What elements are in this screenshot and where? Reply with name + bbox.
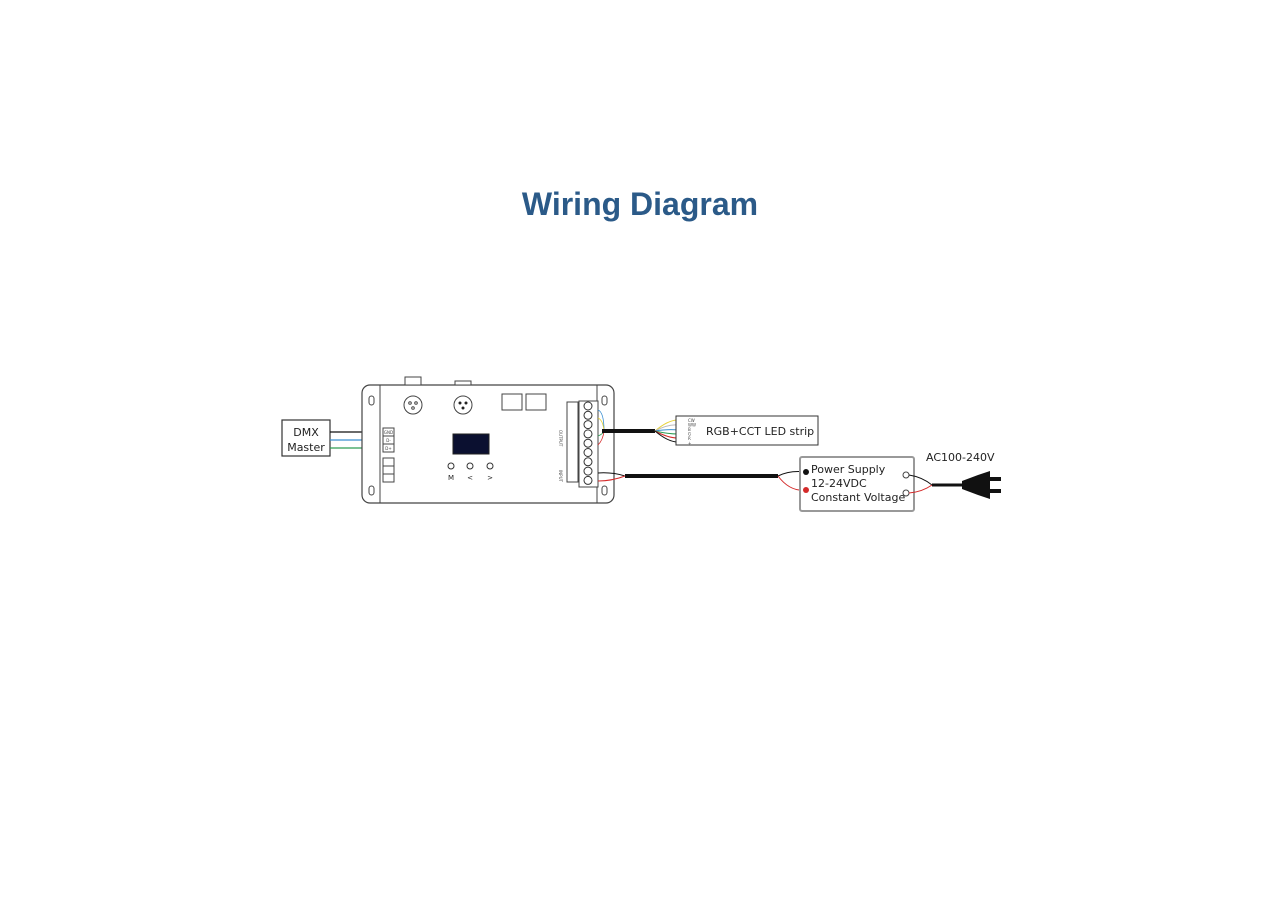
terminal-screw (583, 475, 593, 485)
xlr-input-connector (453, 395, 473, 415)
terminal-screw (583, 429, 593, 439)
output-terminal-block: OUTPUT INPUT (558, 400, 599, 488)
dmx-controller: M < > GND D- D+ OUTPUT INPUT (361, 376, 615, 504)
terminal-screw (583, 457, 593, 467)
mains-voltage-label: AC100-240V (926, 451, 995, 464)
power-supply-voltage: 12-24VDC (811, 477, 867, 490)
power-supply-type: Constant Voltage (811, 491, 905, 504)
page-title: Wiring Diagram (521, 186, 759, 222)
terminal-screw (583, 466, 593, 476)
pin-b: B (688, 427, 691, 432)
dmx-master-box: DMX Master (281, 419, 331, 457)
dmx-input-terminals: GND D- D+ (382, 427, 395, 483)
rj45-port (525, 393, 547, 411)
terminal-screw (583, 410, 593, 420)
pin-r: R (688, 436, 691, 441)
control-buttons: M < > (447, 462, 494, 482)
plug-icon (962, 471, 990, 499)
power-supply-label: Power Supply (811, 463, 886, 476)
terminal-screw (583, 448, 593, 457)
terminal-d-plus: D+ (385, 446, 391, 451)
dmx-master-label-2: Master (287, 441, 325, 454)
pin-ww: WW (688, 423, 696, 428)
button-m (447, 462, 455, 470)
mains-plug: AC100-240V (908, 451, 1001, 499)
xlr-forward-connector (403, 395, 423, 415)
button-right (486, 462, 494, 470)
button-left (466, 462, 474, 470)
button-left-label: < (467, 474, 473, 482)
output-label: OUTPUT (558, 430, 563, 447)
power-cable (597, 471, 807, 491)
button-m-label: M (448, 474, 454, 482)
button-right-label: > (487, 474, 493, 482)
pin-g: G (688, 432, 691, 437)
input-label: INPUT (558, 470, 563, 483)
terminal-screw (583, 420, 593, 430)
pin-cw: CW (688, 418, 695, 423)
terminal-d-minus: D- (386, 438, 391, 443)
rj45-port (501, 393, 523, 411)
terminal-gnd: GND (384, 430, 393, 435)
terminal-screw (583, 438, 593, 448)
pin-plus: + (688, 441, 691, 446)
oled-display (452, 433, 490, 455)
terminal-screw (583, 401, 593, 411)
dmx-master-label: DMX (293, 426, 319, 439)
led-strip-label: RGB+CCT LED strip (706, 425, 814, 438)
led-strip: CW WW B G R + RGB+CCT LED strip (675, 415, 819, 446)
power-supply: Power Supply 12-24VDC Constant Voltage (799, 456, 915, 512)
